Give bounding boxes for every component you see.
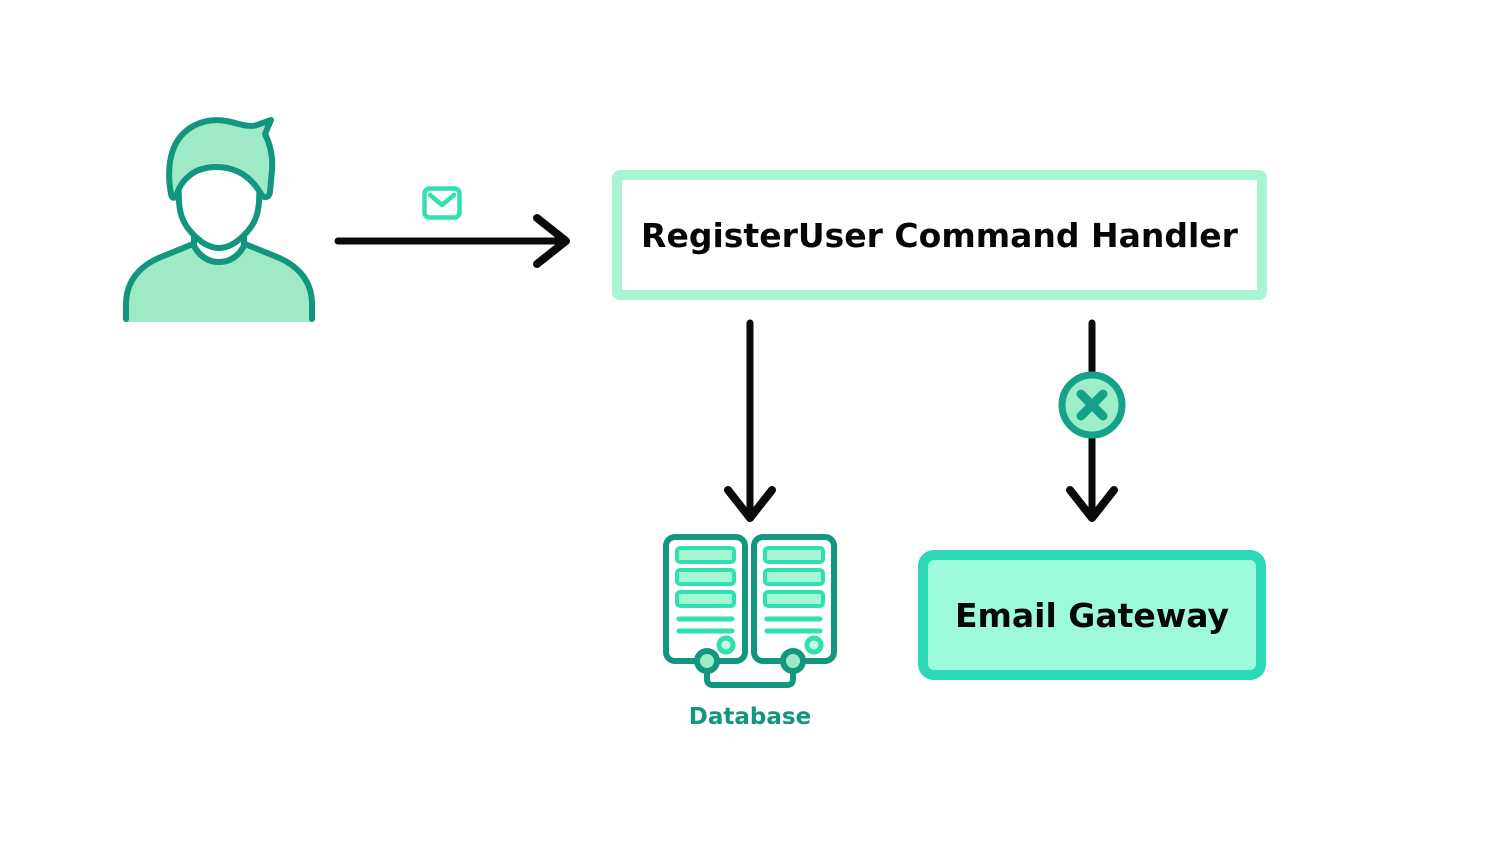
- user-avatar-icon: [123, 117, 315, 322]
- arrow-user-to-handler: [334, 214, 570, 268]
- arrow-handler-to-database: [724, 319, 776, 522]
- email-envelope-icon: [422, 186, 462, 220]
- x-circle-icon: [1058, 371, 1126, 439]
- node-register-user-command-handler: RegisterUser Command Handler: [612, 170, 1267, 300]
- node-email-gateway: Email Gateway: [918, 550, 1266, 680]
- email-gateway-label: Email Gateway: [954, 595, 1230, 635]
- database-label: Database: [688, 704, 812, 730]
- handler-label: RegisterUser Command Handler: [641, 215, 1238, 255]
- database-servers-icon: [663, 534, 837, 688]
